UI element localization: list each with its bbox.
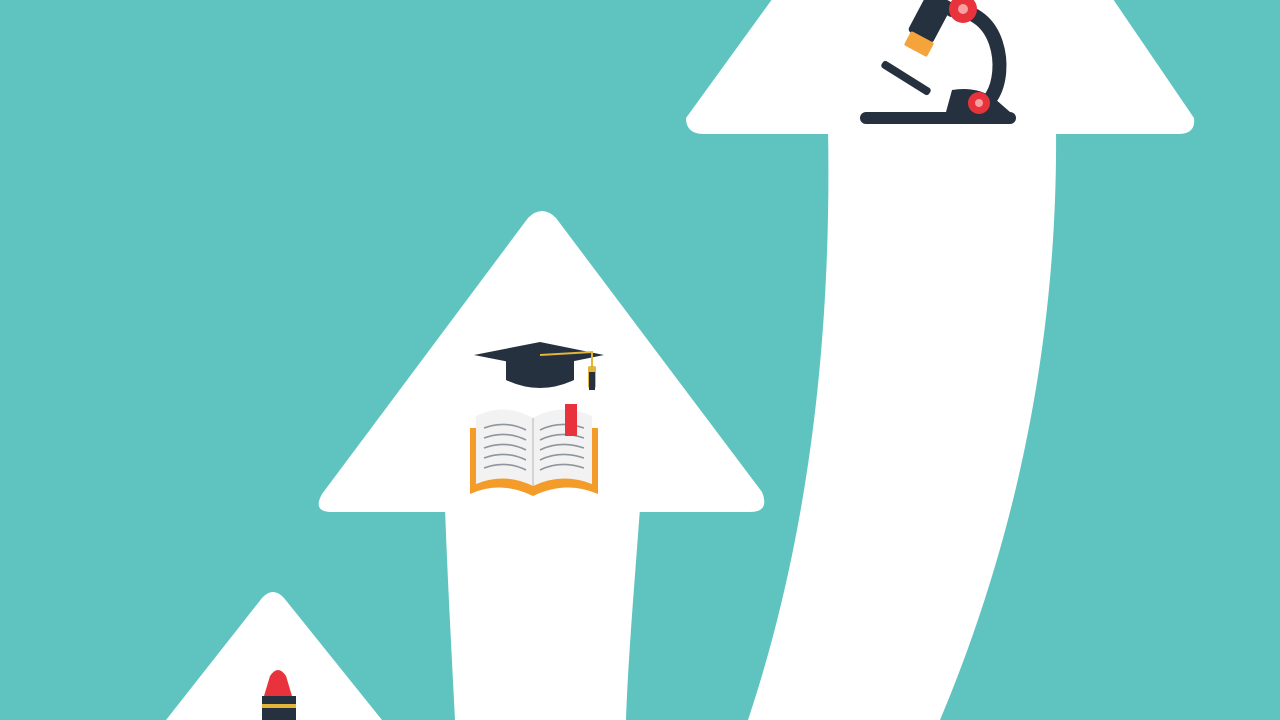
large-arrow-head bbox=[686, 0, 1195, 134]
microscope-icon bbox=[860, 0, 1016, 124]
large-arrow-shaft bbox=[748, 128, 1057, 720]
graduation-cap-icon bbox=[474, 342, 604, 390]
small-arrow bbox=[166, 592, 382, 720]
small-arrow-head bbox=[166, 592, 382, 720]
large-arrow bbox=[686, 0, 1195, 720]
crayon-icon bbox=[262, 670, 296, 720]
medium-arrow-shaft bbox=[445, 508, 640, 720]
open-book-icon bbox=[470, 404, 598, 496]
